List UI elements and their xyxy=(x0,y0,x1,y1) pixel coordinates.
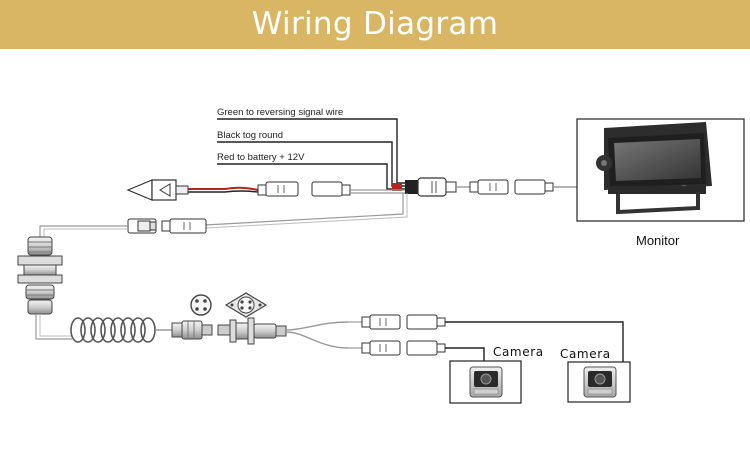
red-wire-label: Red to battery + 12V xyxy=(217,152,305,163)
monitor-label: Monitor xyxy=(636,233,680,248)
green-wire-label: Green to reversing signal wire xyxy=(217,107,343,118)
camera-left-label: Camera xyxy=(493,345,544,359)
split-cable xyxy=(285,321,349,349)
camera-left: Camera xyxy=(449,345,544,404)
camera-right: Camera xyxy=(560,347,631,403)
4-pin-connector-face-icon xyxy=(190,294,212,316)
camera-branch-upper xyxy=(348,314,624,362)
coiled-cable-icon xyxy=(70,317,156,343)
power-cable xyxy=(126,179,405,201)
monitor-cable xyxy=(456,179,578,195)
camera-right-label: Camera xyxy=(560,347,611,361)
camera-branch-lower xyxy=(348,340,485,362)
junction-box xyxy=(405,177,457,197)
extension-cable xyxy=(39,193,408,237)
title-banner: Wiring Diagram xyxy=(0,0,750,49)
monitor-icon xyxy=(596,122,712,215)
green-wire-lead: Green to reversing signal wire xyxy=(217,107,405,184)
page-title: Wiring Diagram xyxy=(251,6,499,42)
power-connector-pair xyxy=(257,181,351,197)
camera-icon xyxy=(583,366,617,398)
coil-connector-pair xyxy=(171,317,287,345)
rca-connector xyxy=(127,218,157,234)
triangle-plug-icon xyxy=(126,179,189,201)
coil-lead xyxy=(35,314,72,340)
4-pin-connector-flange-icon xyxy=(224,292,268,318)
red-wire-lead: Red to battery + 12V xyxy=(217,152,405,191)
black-wire-label: Black tog round xyxy=(217,130,283,141)
camera-icon xyxy=(469,366,503,398)
aviation-connector-icon xyxy=(17,236,63,315)
monitor-unit: Monitor xyxy=(576,118,745,248)
